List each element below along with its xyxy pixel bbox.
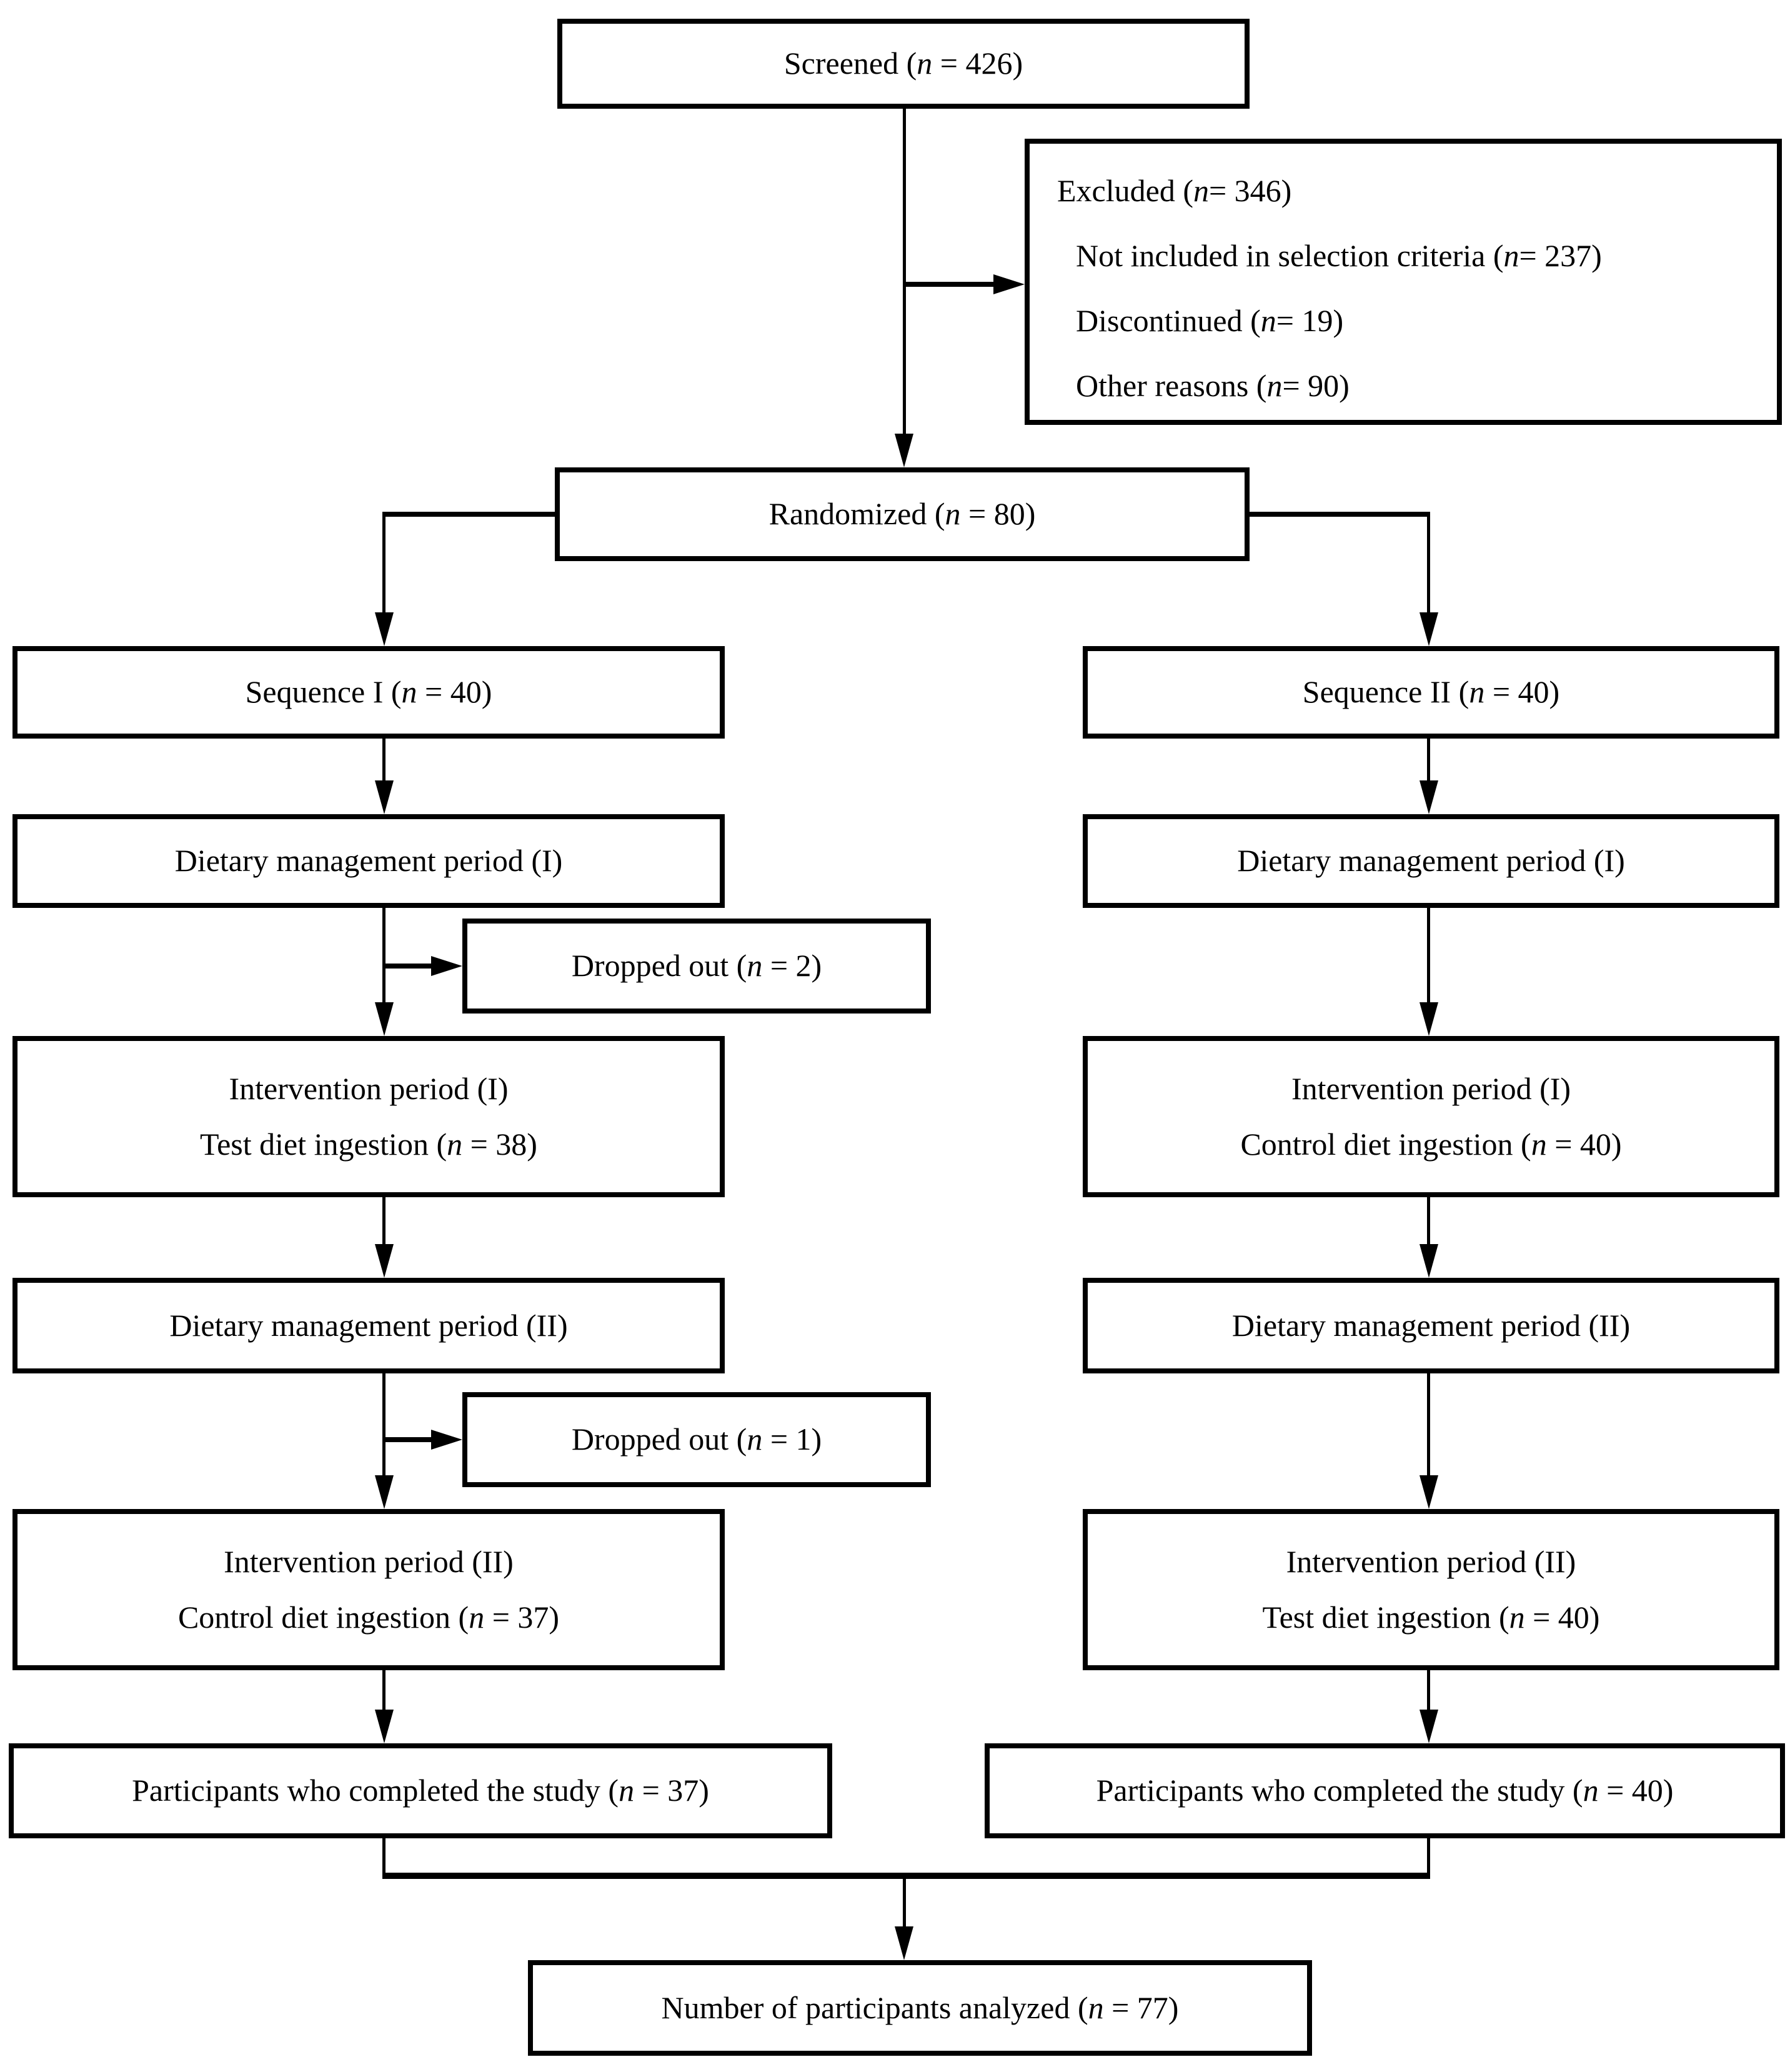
box-intervention-1-right: Intervention period (I) Control diet ing… [1083, 1036, 1779, 1197]
box-randomized-label: Randomized (n = 80) [768, 496, 1036, 532]
intervention-2-left-line-2: Control diet ingestion (n = 37) [177, 1599, 560, 1635]
intervention-1-left-line-2: Test diet ingestion (n = 38) [200, 1126, 537, 1162]
box-intervention-1-left: Intervention period (I) Test diet ingest… [12, 1036, 725, 1197]
box-completed-left: Participants who completed the study (n … [9, 1743, 832, 1838]
line-branch-to-dropped-2 [382, 1437, 431, 1442]
box-analyzed-label: Number of participants analyzed (n = 77) [661, 1990, 1179, 2025]
box-randomized: Randomized (n = 80) [555, 467, 1250, 561]
box-screened-label: Screened (n = 426) [783, 46, 1023, 81]
excluded-line-3: Discontinued (n = 19) [1076, 303, 1344, 339]
line-diet-1-to-intervention-1-left [382, 908, 385, 1002]
line-split-left-horizontal [382, 512, 555, 517]
box-diet-period-1-left: Dietary management period (I) [12, 814, 725, 908]
box-sequence-2-label: Sequence II (n = 40) [1302, 674, 1560, 710]
box-analyzed: Number of participants analyzed (n = 77) [528, 1960, 1312, 2056]
box-dropped-out-2: Dropped out (n = 1) [462, 1392, 931, 1487]
box-diet-period-2-left: Dietary management period (II) [12, 1278, 725, 1373]
line-merge-horizontal [382, 1873, 1430, 1879]
box-intervention-2-left: Intervention period (II) Control diet in… [12, 1509, 725, 1670]
box-diet-period-2-left-label: Dietary management period (II) [169, 1307, 568, 1343]
line-split-right-horizontal [1250, 512, 1430, 517]
arrowhead-into-diet-2-left [375, 1244, 394, 1278]
line-split-to-sequence-1 [382, 512, 385, 612]
arrowhead-into-randomized [895, 434, 913, 467]
arrowhead-into-dropped-1 [431, 956, 462, 976]
box-sequence-2: Sequence II (n = 40) [1083, 646, 1779, 739]
intervention-2-right-line-2: Test diet ingestion (n = 40) [1262, 1599, 1600, 1635]
arrowhead-into-sequence-2 [1420, 612, 1438, 646]
intervention-2-left-line-1: Intervention period (II) [224, 1543, 514, 1579]
line-intervention-1-to-diet-2-right [1427, 1197, 1430, 1244]
box-sequence-1: Sequence I (n = 40) [12, 646, 725, 739]
box-completed-left-label: Participants who completed the study (n … [132, 1773, 709, 1808]
line-sequence-1-to-diet-1 [382, 739, 385, 780]
line-branch-to-dropped-1 [382, 964, 431, 969]
arrowhead-into-diet-1-right [1420, 780, 1438, 814]
excluded-line-1: Excluded (n = 346) [1057, 173, 1292, 209]
arrowhead-into-analyzed [895, 1926, 913, 1960]
line-branch-to-excluded [903, 282, 993, 287]
box-excluded: Excluded (n = 346) Not included in selec… [1025, 139, 1782, 425]
box-completed-right: Participants who completed the study (n … [985, 1743, 1785, 1838]
line-split-to-sequence-2 [1427, 512, 1430, 612]
box-diet-period-1-right: Dietary management period (I) [1083, 814, 1779, 908]
intervention-1-right-line-1: Intervention period (I) [1291, 1070, 1571, 1106]
line-intervention-2-to-completed-right [1427, 1670, 1430, 1710]
arrowhead-into-completed-right [1420, 1710, 1438, 1743]
line-sequence-2-to-diet-1 [1427, 739, 1430, 780]
arrowhead-into-dropped-2 [431, 1430, 462, 1450]
arrowhead-into-intervention-2-right [1420, 1475, 1438, 1509]
line-merge-right-vertical [1427, 1838, 1430, 1879]
excluded-line-2: Not included in selection criteria (n = … [1076, 238, 1602, 274]
box-dropped-out-1-label: Dropped out (n = 2) [571, 948, 822, 984]
arrowhead-into-completed-left [375, 1710, 394, 1743]
box-diet-period-1-right-label: Dietary management period (I) [1237, 843, 1625, 879]
box-completed-right-label: Participants who completed the study (n … [1096, 1773, 1674, 1808]
box-screened: Screened (n = 426) [557, 19, 1250, 109]
arrowhead-into-diet-2-right [1420, 1244, 1438, 1278]
box-dropped-out-1: Dropped out (n = 2) [462, 919, 931, 1014]
box-sequence-1-label: Sequence I (n = 40) [245, 674, 492, 710]
line-diet-2-to-intervention-2-right [1427, 1373, 1430, 1475]
line-screened-to-randomized [903, 109, 906, 434]
arrowhead-into-intervention-1-left [375, 1002, 394, 1036]
line-merge-left-vertical [382, 1838, 385, 1879]
arrowhead-into-sequence-1 [375, 612, 394, 646]
excluded-line-4: Other reasons (n = 90) [1076, 368, 1350, 404]
line-diet-2-to-intervention-2-left [382, 1373, 385, 1475]
intervention-1-left-line-1: Intervention period (I) [229, 1070, 509, 1106]
line-diet-1-to-intervention-1-right [1427, 908, 1430, 1002]
arrowhead-into-diet-1-left [375, 780, 394, 814]
box-diet-period-2-right: Dietary management period (II) [1083, 1278, 1779, 1373]
box-dropped-out-2-label: Dropped out (n = 1) [571, 1422, 822, 1457]
line-intervention-1-to-diet-2-left [382, 1197, 385, 1244]
arrowhead-into-intervention-2-left [375, 1475, 394, 1509]
box-intervention-2-right: Intervention period (II) Test diet inges… [1083, 1509, 1779, 1670]
line-intervention-2-to-completed-left [382, 1670, 385, 1710]
box-diet-period-2-right-label: Dietary management period (II) [1231, 1307, 1631, 1343]
box-diet-period-1-left-label: Dietary management period (I) [174, 843, 563, 879]
intervention-1-right-line-2: Control diet ingestion (n = 40) [1240, 1126, 1622, 1162]
arrowhead-into-intervention-1-right [1420, 1002, 1438, 1036]
line-merge-to-analyzed [903, 1873, 906, 1926]
intervention-2-right-line-1: Intervention period (II) [1286, 1543, 1576, 1579]
arrowhead-into-excluded [993, 274, 1025, 294]
